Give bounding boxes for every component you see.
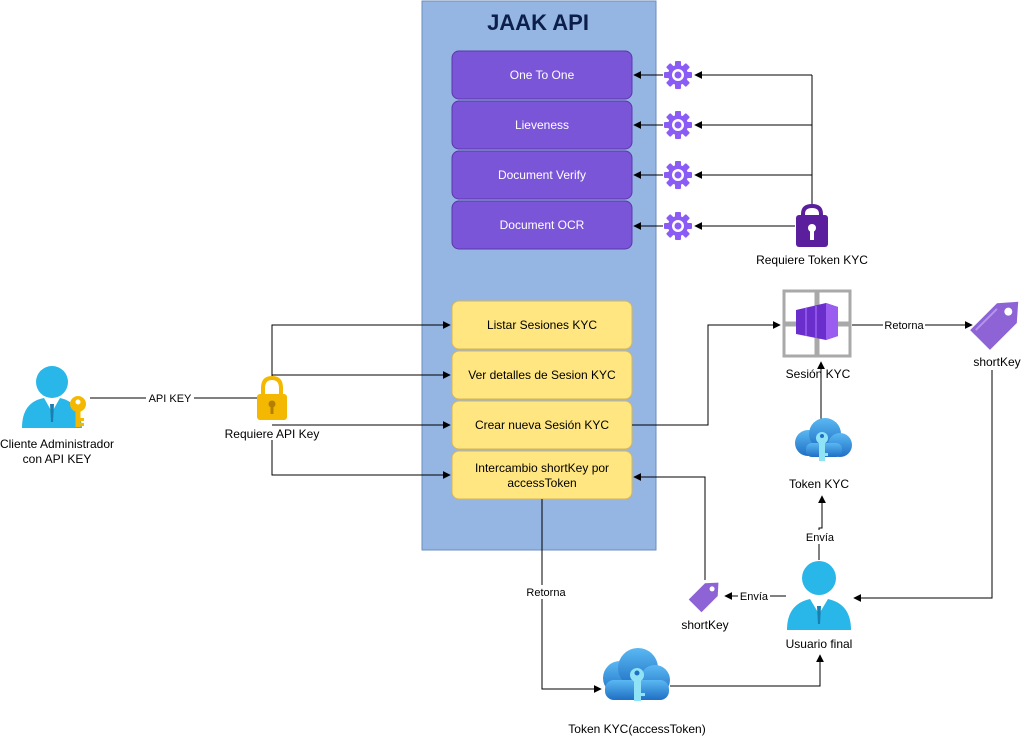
shortkey-right-label: shortKey [973, 355, 1020, 369]
gear-icon [664, 61, 692, 89]
tag-icon [688, 582, 719, 613]
edge-to-listar [271, 321, 451, 380]
endpoint-label: Ver detalles de Sesion KYC [468, 368, 616, 382]
edge-label-api-key: API KEY [149, 393, 192, 405]
endpoint-box-ver-detalles[interactable]: Ver detalles de Sesion KYC [451, 350, 633, 400]
container-title: JAAK API [487, 10, 589, 35]
session-icon [782, 289, 852, 358]
gear-icon [664, 212, 692, 240]
admin-label-line1: Cliente Administrador [0, 437, 114, 451]
access-token-label: Token KYC(accessToken) [568, 722, 705, 736]
tag-icon [970, 301, 1019, 350]
edge-crear-to-session [632, 321, 781, 426]
service-box-one-to-one[interactable]: One To One [451, 50, 633, 100]
token-kyc-label: Token KYC [789, 477, 849, 491]
edge-shortkey-to-user [853, 370, 993, 602]
edge-label-envia-shortkey: Envía [740, 591, 769, 603]
edge-user-to-token [818, 495, 826, 560]
gear-icon [664, 161, 692, 189]
service-box-lieveness[interactable]: Lieveness [451, 100, 633, 150]
cloud-key-icon [795, 418, 852, 461]
edge-shortkey-to-intercambio [633, 473, 706, 580]
gear-icon [664, 111, 692, 139]
endpoint-box-listar-sesiones[interactable]: Listar Sesiones KYC [451, 300, 633, 350]
end-user-icon [787, 561, 851, 630]
service-label: Document OCR [500, 218, 585, 232]
api-key-lock-label: Requiere API Key [225, 427, 320, 441]
admin-label-line2: con API KEY [23, 452, 92, 466]
endpoint-label-line1: Intercambio shortKey por [475, 461, 609, 475]
end-user-label: Usuario final [786, 637, 853, 651]
endpoint-label: Listar Sesiones KYC [487, 318, 597, 332]
token-lock-label: Requiere Token KYC [756, 253, 868, 267]
endpoint-box-intercambio[interactable]: Intercambio shortKey por accessToken [451, 450, 633, 500]
admin-user-icon [22, 366, 86, 428]
service-label: Lieveness [515, 118, 569, 132]
edge-token-to-user [670, 654, 824, 687]
edge-to-intercambio [271, 440, 451, 479]
key-icon [70, 396, 86, 427]
endpoint-label-line2: accessToken [507, 476, 576, 490]
cloud-key-icon [603, 648, 670, 701]
lock-icon [257, 375, 287, 420]
service-label: Document Verify [498, 168, 586, 182]
endpoint-box-crear-sesion[interactable]: Crear nueva Sesión KYC [451, 400, 633, 450]
shortkey-bottom-label: shortKey [681, 618, 728, 632]
session-label: Sesión KYC [786, 367, 851, 381]
edge-label-retorna-session: Retorna [884, 320, 924, 332]
edge-intercambio-to-token [541, 499, 602, 693]
service-box-document-verify[interactable]: Document Verify [451, 150, 633, 200]
service-box-document-ocr[interactable]: Document OCR [451, 200, 633, 250]
edge-label-retorna-token: Retorna [526, 587, 566, 599]
endpoint-label: Crear nueva Sesión KYC [475, 418, 609, 432]
service-label: One To One [510, 68, 575, 82]
lock-icon [796, 203, 828, 247]
edge-label-envia-token: Envía [806, 532, 835, 544]
